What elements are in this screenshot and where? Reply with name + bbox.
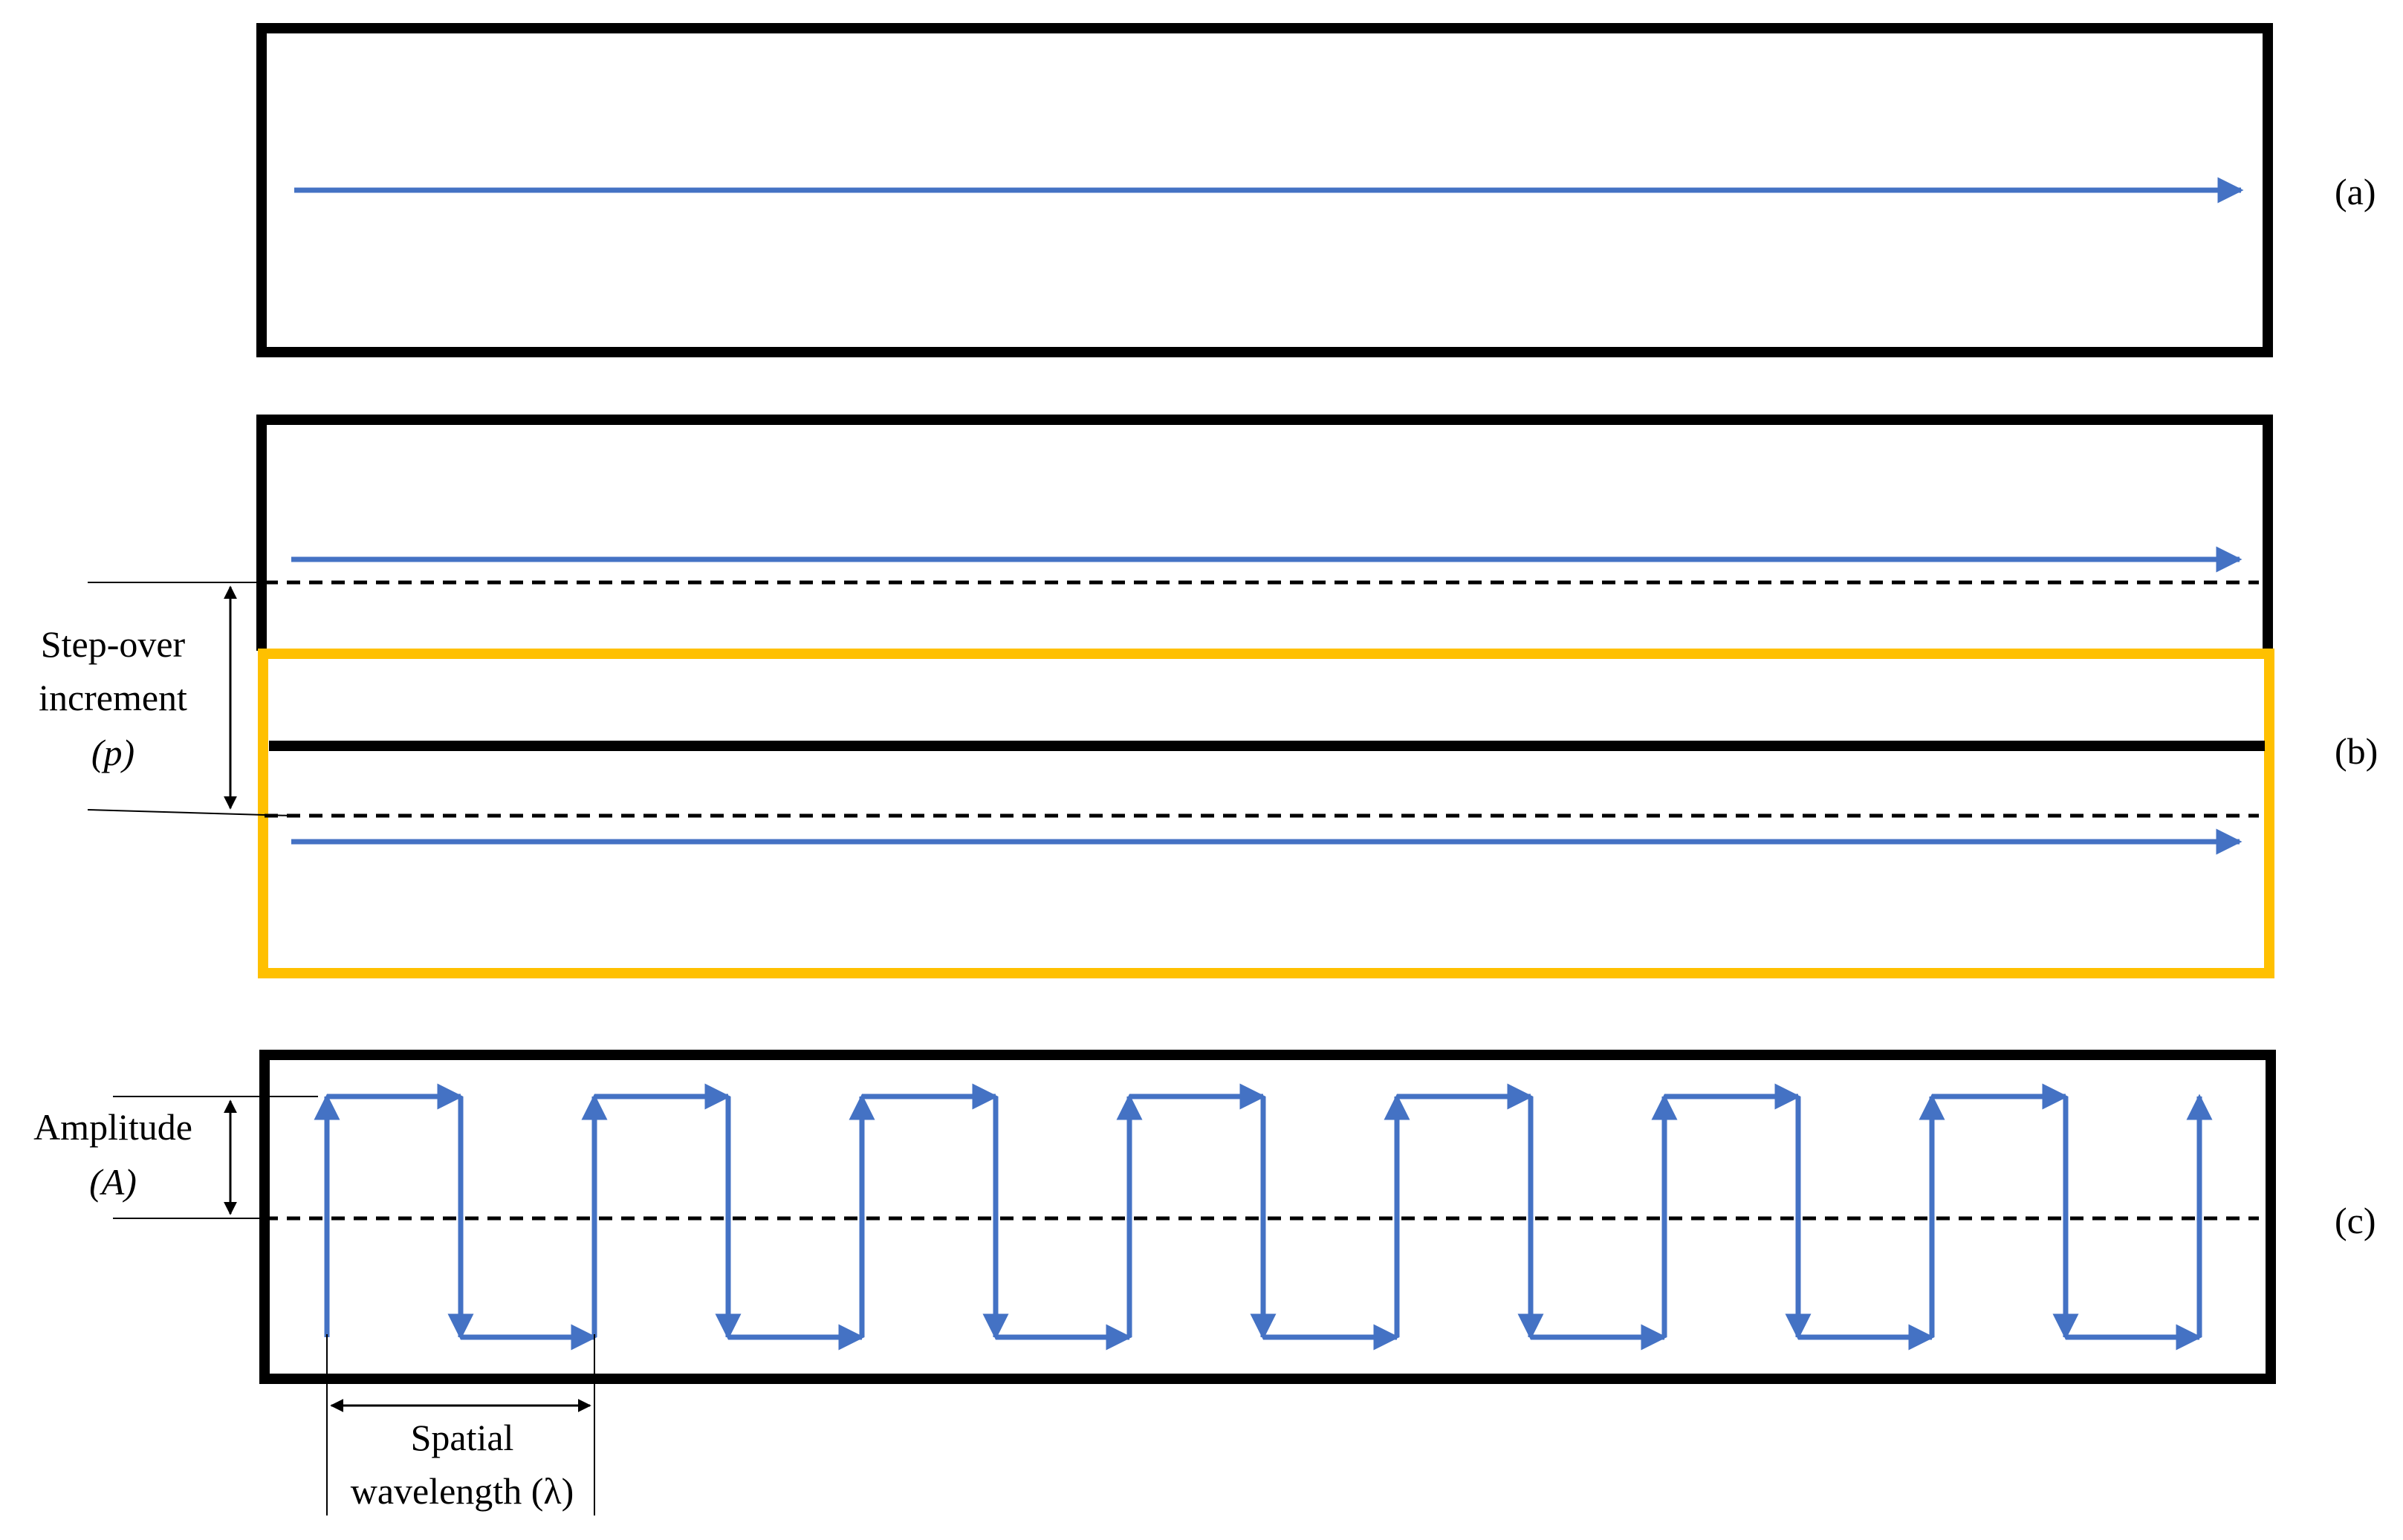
- wavelength-label-line2: wavelength (λ): [351, 1470, 574, 1512]
- panel-a: (a): [256, 23, 2376, 357]
- step-over-label-line1: Step-over: [41, 623, 186, 665]
- tool-outline-a: [256, 23, 2273, 357]
- panel-b: Step-over increment (p) (b): [39, 415, 2378, 978]
- panel-label-b: (b): [2335, 730, 2378, 772]
- step-over-label-line2: increment: [39, 677, 187, 718]
- panel-label-c: (c): [2335, 1200, 2376, 1241]
- amplitude-label: Amplitude: [33, 1106, 192, 1148]
- extension-line-b-bottom: [87, 809, 292, 816]
- panel-c: Amplitude (A) Spatial wavelength (λ) (c): [33, 1050, 2376, 1515]
- panel-label-a: (a): [2335, 171, 2376, 212]
- square-wave-path: [314, 1083, 2213, 1351]
- wavelength-label-line1: Spatial: [411, 1417, 514, 1458]
- amplitude-symbol: (A): [89, 1161, 137, 1203]
- tool-outline-b2: [258, 649, 2274, 978]
- step-over-symbol: (p): [91, 732, 134, 773]
